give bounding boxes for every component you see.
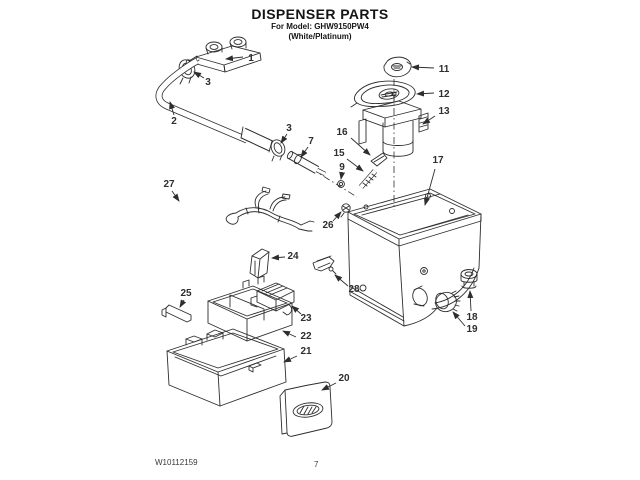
part-siphon-body-drawing — [250, 282, 295, 316]
document-number: W10112159 — [155, 458, 198, 467]
callout-15-arrow — [346, 158, 364, 172]
part-hose-clamp-lower-drawing — [270, 139, 286, 162]
callout-7-arrow — [300, 146, 309, 158]
callout-27-arrow — [171, 190, 180, 202]
part-dispenser-motor-drawing — [358, 91, 429, 157]
callout-19-number: 19 — [466, 324, 478, 335]
callout-24: 24 — [271, 251, 299, 262]
callout-20: 20 — [321, 373, 350, 391]
callout-21-number: 21 — [300, 346, 312, 357]
callout-13-number: 13 — [438, 106, 450, 117]
callout-22-number: 22 — [300, 331, 312, 342]
part-ribbed-cap-drawing — [435, 290, 461, 313]
callout-1-number: 1 — [248, 53, 254, 64]
callout-21: 21 — [283, 346, 312, 363]
callout-12-arrow — [416, 90, 435, 97]
callout-12-number: 12 — [438, 89, 450, 100]
part-dispenser-drawer-drawing — [166, 328, 287, 407]
callout-3b-arrow — [280, 133, 288, 144]
callout-19: 19 — [452, 311, 478, 335]
callout-17-number: 17 — [432, 155, 444, 166]
callout-28-number: 28 — [348, 284, 360, 295]
part-o-ring-drawing — [337, 180, 345, 188]
callout-17: 17 — [423, 155, 444, 206]
callout-15-number: 15 — [333, 148, 345, 159]
callout-25: 25 — [179, 288, 192, 308]
page-title: DISPENSER PARTS — [251, 6, 389, 22]
callout-2: 2 — [169, 101, 177, 127]
callout-27-number: 27 — [163, 179, 175, 190]
page-number: 7 — [314, 460, 319, 469]
callout-7: 7 — [300, 136, 314, 158]
callout-20-arrow — [321, 382, 337, 391]
part-bracket-clip-drawing — [312, 255, 337, 275]
callout-1: 1 — [225, 53, 254, 64]
callout-9: 9 — [339, 162, 346, 180]
part-screw-drawing — [340, 203, 351, 218]
callout-22-arrow — [282, 330, 297, 338]
callout-19-arrow — [452, 311, 466, 327]
callout-7-number: 7 — [308, 136, 314, 147]
callout-12: 12 — [416, 89, 450, 100]
part-dispenser-housing-drawing — [347, 188, 482, 327]
callout-26-arrow — [332, 211, 342, 222]
callout-3b-number: 3 — [286, 123, 292, 134]
callout-28: 28 — [334, 274, 360, 295]
callout-9-arrow — [339, 171, 346, 180]
callout-3a: 3 — [193, 71, 211, 88]
callout-26-number: 26 — [322, 220, 334, 231]
callout-28-arrow — [334, 274, 349, 287]
callout-24-arrow — [271, 254, 286, 261]
callout-24-number: 24 — [287, 251, 299, 262]
part-hose-fitting-drawing — [286, 150, 327, 177]
callout-11: 11 — [411, 64, 450, 75]
part-ribbed-pin-drawing — [358, 169, 378, 189]
callout-15: 15 — [333, 148, 364, 172]
callout-11-arrow — [411, 64, 435, 71]
part-drawer-insert-tray-drawing — [207, 275, 293, 342]
finish-subtitle: (White/Platinum) — [288, 31, 352, 41]
callout-16-number: 16 — [336, 127, 348, 138]
part-inlet-hose-drawing — [155, 57, 274, 153]
part-dispenser-cap-drawing — [383, 56, 412, 78]
part-rail-clip-drawing — [161, 304, 192, 323]
page-header: DISPENSER PARTS For Model: GHW9150PW4 (W… — [0, 6, 640, 41]
callout-23-arrow — [291, 305, 302, 315]
callout-20-number: 20 — [338, 373, 350, 384]
callout-17-arrow — [423, 168, 436, 206]
callout-18: 18 — [466, 290, 478, 323]
callout-9-number: 9 — [339, 162, 345, 173]
callout-3b: 3 — [280, 123, 292, 144]
part-siphon-cap-drawing — [249, 248, 270, 279]
callout-23-number: 23 — [300, 313, 312, 324]
part-wire-harness-drawing — [225, 186, 315, 232]
part-drawer-front-drawing — [279, 381, 333, 437]
callout-26: 26 — [322, 211, 342, 231]
callout-11-number: 11 — [439, 64, 450, 75]
callout-1-arrow — [225, 55, 244, 62]
callout-23: 23 — [291, 305, 312, 324]
callout-18-arrow — [467, 290, 474, 312]
part-knob-drawing — [460, 269, 478, 289]
callout-22: 22 — [282, 330, 312, 342]
callout-3a-arrow — [193, 71, 205, 79]
callout-13: 13 — [422, 106, 450, 125]
callout-2-number: 2 — [171, 116, 177, 127]
callout-16-arrow — [350, 137, 371, 156]
callout-13-arrow — [422, 115, 436, 125]
callout-18-number: 18 — [466, 312, 478, 323]
callout-25-number: 25 — [180, 288, 192, 299]
callout-16: 16 — [336, 127, 371, 156]
callout-2-arrow — [169, 101, 175, 116]
callout-3a-number: 3 — [205, 77, 211, 88]
model-subtitle: For Model: GHW9150PW4 — [271, 22, 369, 31]
callout-27: 27 — [163, 179, 180, 202]
callout-25-arrow — [179, 299, 187, 308]
part-clip-drawing — [370, 152, 388, 167]
callout-21-arrow — [283, 355, 298, 363]
